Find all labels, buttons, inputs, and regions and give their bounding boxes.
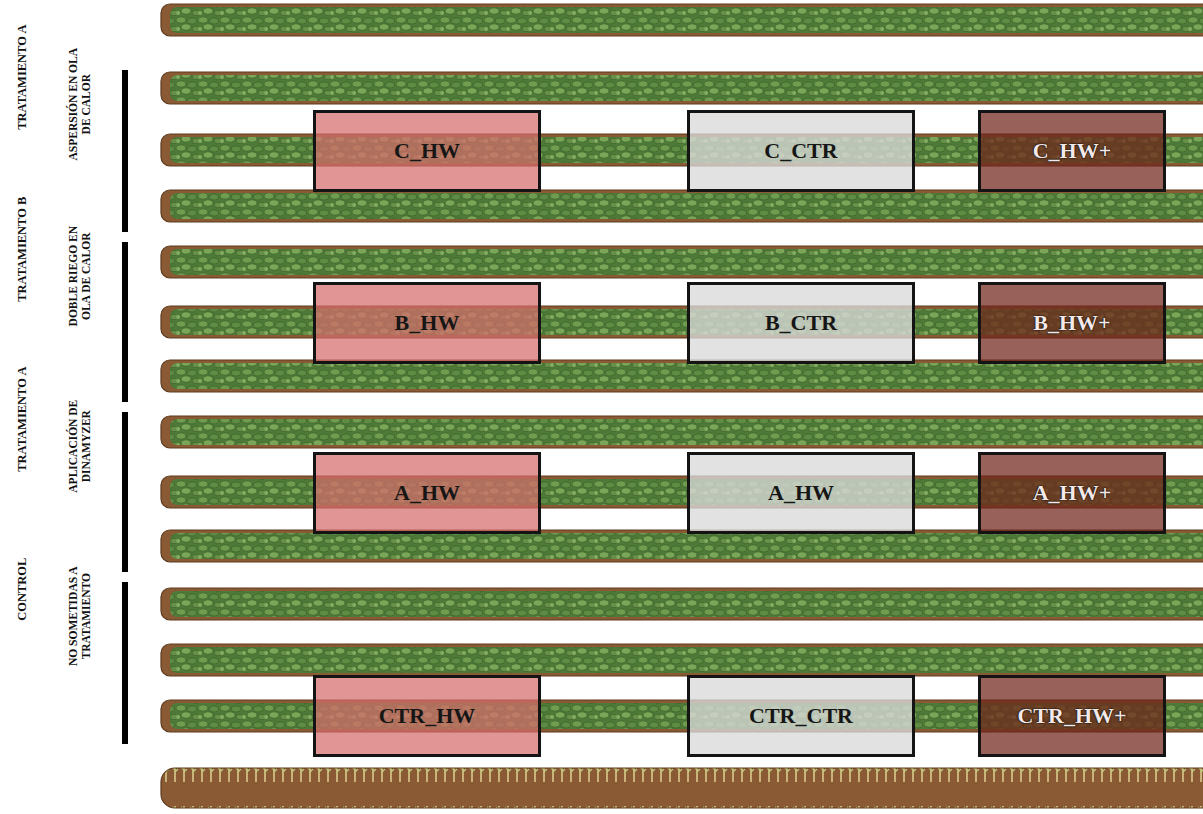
- group-title: TRATAMIENTO A: [15, 0, 29, 157]
- plot-box: B_HW: [313, 282, 541, 364]
- vine-foliage: [170, 647, 1203, 673]
- vine-foliage: [170, 419, 1203, 445]
- vine-row: [161, 72, 1203, 104]
- vine-foliage: [170, 591, 1203, 617]
- group-title: TRATAMIENTO B: [15, 169, 29, 329]
- vine-row: [161, 360, 1203, 392]
- plot-box: CTR_CTR: [687, 675, 915, 757]
- group-subtitle: ASPERSIÓN EN OLA DE CALOR: [67, 45, 93, 163]
- vine-foliage: [170, 533, 1203, 559]
- plot-label: CTR_CTR: [749, 703, 853, 729]
- plot-box: CTR_HW+: [978, 675, 1166, 757]
- vine-row: [161, 246, 1203, 278]
- plot-box: CTR_HW: [313, 675, 541, 757]
- plot-label: A_HW: [394, 480, 460, 506]
- plot-label: A_HW+: [1033, 480, 1112, 506]
- plot-box: C_CTR: [687, 110, 915, 192]
- plot-box: A_HW: [313, 452, 541, 534]
- group-bracket: [122, 242, 128, 402]
- group-bracket: [122, 582, 128, 744]
- vine-row: [161, 530, 1203, 562]
- plot-box: B_CTR: [687, 282, 915, 364]
- group-subtitle: DOBLE RIEGO EN OLA DE CALOR: [67, 217, 93, 335]
- vine-row: [161, 4, 1203, 36]
- plot-box: C_HW: [313, 110, 541, 192]
- vine-row: [161, 190, 1203, 222]
- group-bracket: [122, 412, 128, 572]
- plot-label: C_CTR: [764, 138, 837, 164]
- group-bracket: [122, 70, 128, 232]
- vine-foliage: [170, 75, 1203, 101]
- plot-label: B_HW+: [1033, 310, 1110, 336]
- plot-box: C_HW+: [978, 110, 1166, 192]
- vine-row: [161, 644, 1203, 676]
- vine-foliage: [170, 363, 1203, 389]
- vine-foliage: [170, 193, 1203, 219]
- vine-row: [161, 588, 1203, 620]
- group-title: TRATAMIENTO A: [15, 339, 29, 499]
- plot-label: C_HW+: [1033, 138, 1112, 164]
- plot-label: CTR_HW: [379, 703, 476, 729]
- plot-label: CTR_HW+: [1017, 703, 1126, 729]
- group-subtitle: NO SOMETIDAS A TRATAMIENTO: [67, 557, 93, 675]
- soil-row: [161, 768, 1203, 808]
- plot-label: A_HW: [768, 480, 834, 506]
- plot-label: B_CTR: [765, 310, 837, 336]
- vine-foliage: [170, 7, 1203, 33]
- group-subtitle: APLICACIÓN DE DINAMYZER: [67, 387, 93, 505]
- vine-row: [161, 416, 1203, 448]
- group-title: CONTROL: [15, 509, 29, 669]
- plot-label: C_HW: [394, 138, 460, 164]
- vine-foliage: [170, 249, 1203, 275]
- plot-box: A_HW: [687, 452, 915, 534]
- plot-box: A_HW+: [978, 452, 1166, 534]
- plot-box: B_HW+: [978, 282, 1166, 364]
- plot-label: B_HW: [395, 310, 460, 336]
